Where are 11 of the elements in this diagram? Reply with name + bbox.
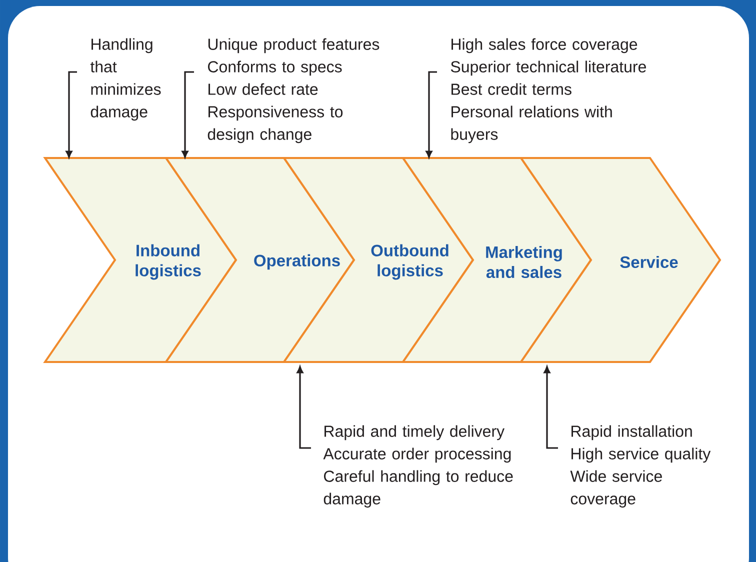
leader-arrow	[296, 366, 311, 449]
annotation-text: Handling that minimizes damage	[90, 38, 161, 121]
leader-arrow	[544, 366, 558, 449]
stage-block: Inbound logistics	[43, 157, 238, 363]
annotation-text: Rapid and timely delivery Accurate order processing Careful handling to reduce damage	[323, 425, 513, 508]
annotation-text: Rapid installation High service quality Wide service coverage	[570, 425, 711, 508]
leader-arrow	[182, 71, 194, 158]
leader-arrow	[426, 71, 437, 158]
leader-arrow	[66, 71, 77, 158]
annotation-text: High sales force coverage Superior technical literature Best credit terms Personal relations with buyers	[450, 38, 646, 144]
annotation-text: Unique product features Conforms to specs Low defect rate Responsiveness to design change	[208, 38, 380, 144]
